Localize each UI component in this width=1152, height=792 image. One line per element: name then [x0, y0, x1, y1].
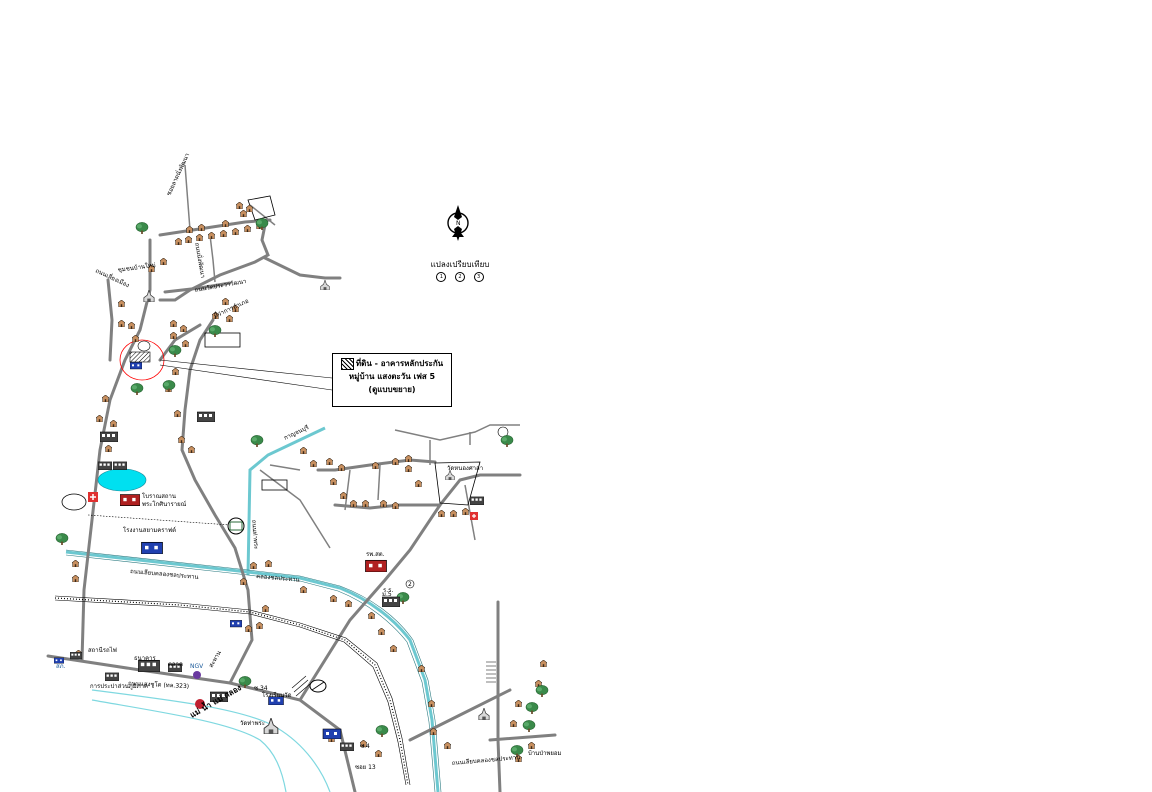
plot-marker-1: 1 — [436, 272, 447, 282]
hatch-icon — [340, 357, 354, 370]
label-canal-vertical: ถนนท่าพระ — [250, 520, 260, 550]
label-soi-4: ซ.4 — [360, 743, 370, 750]
label-hwy: ถนนแสงชูโต (ทล.323) — [128, 679, 189, 690]
label-road-upper: ถนนนั่งพัฒนา — [193, 242, 207, 279]
label-ngv: NGV — [190, 663, 204, 670]
label-hospital: รพ.สต. — [366, 551, 385, 558]
label-canal: คลองชลประทาน — [256, 573, 300, 584]
label-rail-station: สถานีรถไฟ — [88, 646, 117, 654]
plot-marker-3: 3 — [473, 272, 484, 282]
label-kanchanaburi: กาญจนบุรี — [282, 423, 310, 442]
label-ancient-site-2: พระโกศินารายณ์ — [142, 500, 187, 508]
canal — [65, 426, 440, 792]
pond — [97, 468, 147, 492]
label-ancient-site: โบราณสถาน — [142, 492, 176, 500]
label-canal-road: ถนนเลียบคลองชลประทาน — [130, 567, 199, 581]
ptt-icon — [195, 699, 205, 709]
label-river: แม่ น้ำ แม่ กลอง — [188, 681, 243, 719]
label-soi-13: ซอย 13 — [355, 764, 376, 771]
label-pea: การประปาส่วนภูมิภาค — [90, 683, 148, 690]
north-compass-icon: N — [447, 205, 469, 241]
railway — [54, 597, 409, 786]
legend-line-3: (ดูแบบขยาย) — [368, 385, 416, 394]
comparison-plots-label: แปลงเปรียบเทียบ 1 2 3 — [420, 258, 500, 283]
label-road-center: ถนนวัดประวาวัฒนา — [194, 278, 247, 294]
river — [91, 689, 331, 792]
label-bank: ธนาคาร — [134, 655, 157, 662]
subject-plot — [129, 351, 151, 363]
legend-line-1: ที่ดิน - อาคารหลักประกัน — [355, 359, 444, 368]
compass-letter: N — [456, 220, 461, 227]
label-village-right: บ้านป่าพยอม — [528, 750, 562, 757]
label-police: สภ. — [56, 663, 66, 670]
scale-title: แปลงเปรียบเทียบ — [430, 260, 490, 269]
label-temple-low: วัดท่าพระ — [240, 720, 265, 727]
label-school2: โรงเรียนวัด — [262, 691, 292, 699]
label-moo: ม.5 — [382, 591, 392, 598]
roads — [46, 218, 557, 792]
label-num-marker: 2 — [408, 581, 412, 588]
label-market: ตลาด — [168, 661, 183, 668]
label-road-bottom-right: ถนนเลียบคลองชลประทาน — [451, 753, 520, 767]
label-road-vertical: สะพาน — [208, 650, 223, 669]
label-school: ร.ร. — [383, 587, 393, 594]
label-factory: โรงงานสยามคราฟต์ — [123, 526, 176, 534]
label-temple-right: วัดหนองศาลา — [447, 465, 483, 472]
ngv-icon — [193, 671, 201, 679]
label-soi-34: ซ.34 — [254, 685, 268, 692]
subject-property-legend: ที่ดิน - อาคารหลักประกัน หมู่บ้าน แสงตะว… — [332, 353, 452, 407]
plot-marker-2: 2 — [455, 272, 465, 282]
legend-line-2: หมู่บ้าน แสงตะวัน เฟส 5 — [348, 372, 436, 381]
subject-area-circle — [119, 339, 165, 381]
